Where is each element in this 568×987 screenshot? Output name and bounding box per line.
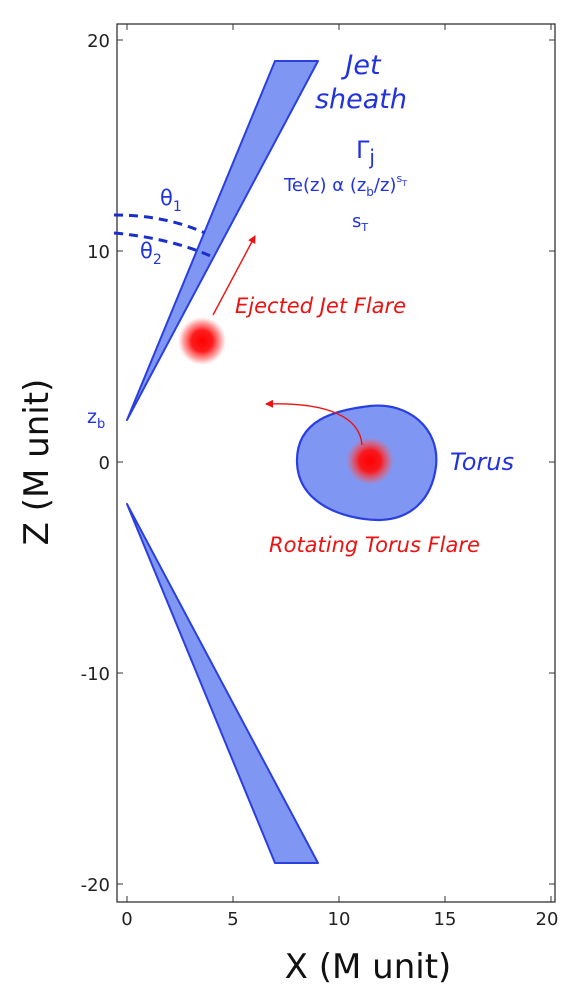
- theta2-arc: [113, 231, 214, 259]
- theta1-label: θ1: [160, 186, 182, 215]
- rotating-torus-flare-label: Rotating Torus Flare: [269, 533, 480, 557]
- sheath-label: sheath: [315, 84, 407, 115]
- zb-label: zb: [87, 406, 105, 432]
- ejected-jet-flare-label: Ejected Jet Flare: [235, 294, 406, 318]
- y-tick-label: 20: [87, 31, 110, 52]
- gamma-label: Γj: [356, 136, 375, 169]
- theta1-arc: [113, 213, 206, 235]
- x-axis-title: X (M unit): [285, 947, 452, 987]
- theta2-label: θ2: [140, 239, 162, 268]
- y-tick-label: 10: [87, 242, 110, 263]
- x-tick-label: 15: [434, 909, 457, 930]
- y-axis-title: Z (M unit): [17, 379, 57, 546]
- lower-jet-sheath: [126, 503, 319, 864]
- y-tick-marks: [117, 39, 555, 885]
- jet-label: Jet: [340, 50, 382, 81]
- x-tick-label: 20: [536, 909, 559, 930]
- x-tick-label: 5: [227, 909, 238, 930]
- rotation-arrow: [265, 399, 363, 446]
- ejected-jet-flare: [178, 317, 226, 365]
- y-tick-label: -10: [81, 664, 110, 685]
- torus-label: Torus: [450, 448, 514, 476]
- plot-frame: [116, 23, 556, 903]
- ejection-arrow: [212, 235, 256, 316]
- x-tick-label: 0: [121, 909, 132, 930]
- x-tick-label: 10: [328, 909, 351, 930]
- x-tick-marks: [126, 24, 552, 902]
- upper-jet-sheath: [126, 60, 319, 421]
- y-tick-label: -20: [81, 875, 110, 896]
- torus-flare: [346, 437, 394, 485]
- y-tick-label: 0: [99, 453, 110, 474]
- s-t-label: sT: [352, 211, 368, 234]
- temperature-law: Te(z) α (zb/z)sT: [283, 172, 407, 199]
